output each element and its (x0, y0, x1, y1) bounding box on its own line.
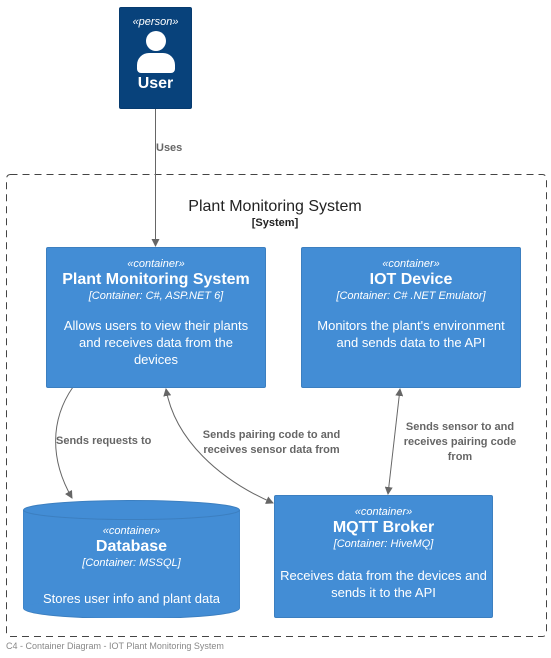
arrow-pairing (163, 388, 274, 504)
label-requests: Sends requests to (56, 435, 152, 447)
container-database[interactable]: «container» Database [Container: MSSQL] … (23, 500, 240, 618)
container-name: IOT Device (369, 271, 453, 288)
container-iot-device[interactable]: «container» IOT Device [Container: C# .N… (301, 247, 521, 388)
person-name: User (137, 75, 174, 92)
container-description: Receives data from the devices and sends… (280, 568, 487, 600)
boundary-title: Plant Monitoring System (188, 198, 362, 215)
container-technology: [Container: C# .NET Emulator] (336, 290, 486, 302)
container-name: Database (95, 538, 168, 555)
label-pairing: Sends pairing code to and receives senso… (202, 429, 341, 456)
container-description: Monitors the plant's environment and sen… (317, 318, 505, 350)
arrow-sensor (384, 388, 404, 495)
database-cylinder-icon (23, 500, 240, 618)
label-uses: Uses (156, 142, 183, 154)
container-stereotype: «container» (354, 506, 413, 518)
label-sensor: Sends sensor to and receives pairing cod… (403, 421, 517, 463)
person-user[interactable]: «person» User (119, 7, 192, 109)
container-mqtt-broker[interactable]: «container» MQTT Broker [Container: Hive… (274, 495, 493, 618)
container-stereotype: «container» (102, 525, 161, 537)
container-description: Stores user info and plant data (42, 591, 221, 606)
container-description: Allows users to view their plants and re… (63, 318, 249, 367)
container-stereotype: «container» (382, 258, 440, 270)
container-technology: [Container: HiveMQ] (333, 538, 434, 550)
container-name: MQTT Broker (332, 519, 435, 536)
container-plant-monitoring-system[interactable]: «container» Plant Monitoring System [Con… (46, 247, 266, 388)
boundary-type: [System] (251, 217, 299, 229)
container-technology: [Container: MSSQL] (82, 557, 181, 569)
container-name: Plant Monitoring System (62, 271, 250, 288)
system-boundary (6, 174, 547, 637)
person-icon (136, 30, 176, 74)
person-stereotype: «person» (132, 16, 179, 28)
diagram-footer: C4 - Container Diagram - IOT Plant Monit… (6, 641, 224, 651)
container-stereotype: «container» (127, 258, 185, 270)
container-technology: [Container: C#, ASP.NET 6] (88, 290, 224, 302)
arrow-requests (55, 386, 74, 499)
